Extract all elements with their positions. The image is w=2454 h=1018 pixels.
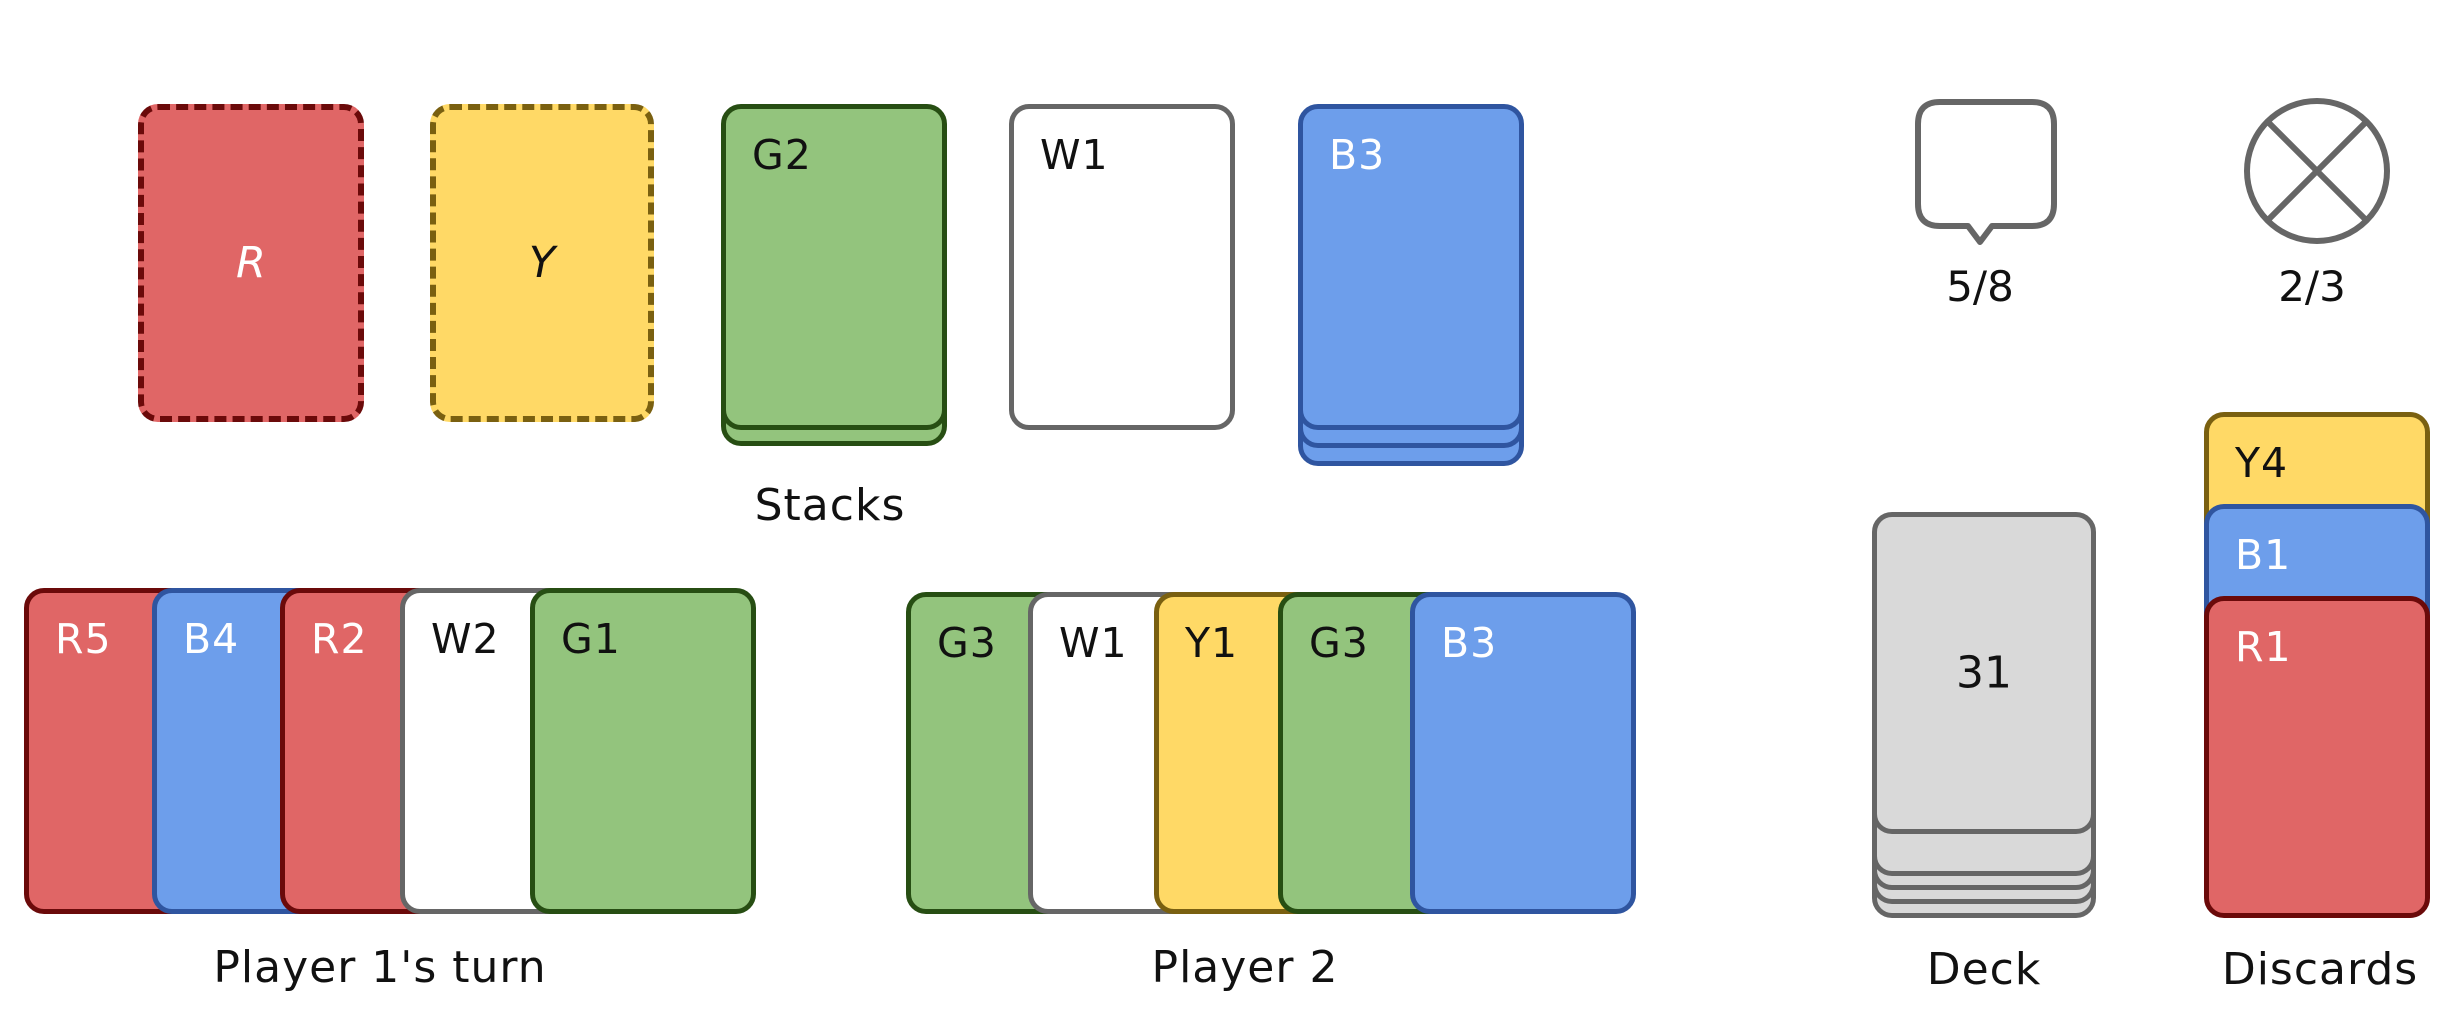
deck-count: 31 xyxy=(1956,647,2012,699)
hint-count: 5/8 xyxy=(1946,262,2014,311)
stack-blue-label: B3 xyxy=(1329,131,1386,179)
stack-yellow-label: Y xyxy=(528,238,556,288)
player1-caption: Player 1's turn xyxy=(213,942,547,993)
player2-card-3-label: Y1 xyxy=(1185,619,1239,667)
player1-card-4-label: W2 xyxy=(431,615,500,663)
crossed-circle-icon xyxy=(2244,98,2390,244)
stack-yellow-empty[interactable]: Y xyxy=(430,104,654,422)
player1-card-5[interactable]: G1 xyxy=(530,588,756,914)
player1-card-3-label: R2 xyxy=(311,615,368,663)
stacks-caption: Stacks xyxy=(754,480,906,531)
player2-card-5-label: B3 xyxy=(1441,619,1498,667)
stack-white-label: W1 xyxy=(1040,131,1109,179)
stack-blue-top-card[interactable]: B3 xyxy=(1298,104,1524,430)
player2-card-5[interactable]: B3 xyxy=(1410,592,1636,914)
player1-card-5-label: G1 xyxy=(561,615,621,663)
stack-white-top-card[interactable]: W1 xyxy=(1009,104,1235,430)
deck-caption: Deck xyxy=(1926,944,2042,995)
player1-card-1-label: R5 xyxy=(55,615,112,663)
player1-card-2-label: B4 xyxy=(183,615,240,663)
stack-red-empty[interactable]: R xyxy=(138,104,364,422)
stack-green-label: G2 xyxy=(752,131,812,179)
discard-card-2-label: B1 xyxy=(2235,531,2292,579)
discards-caption: Discards xyxy=(2221,944,2419,995)
player2-card-4-label: G3 xyxy=(1309,619,1369,667)
discard-card-3[interactable]: R1 xyxy=(2204,596,2430,918)
stack-red-label: R xyxy=(236,238,266,288)
strike-count: 2/3 xyxy=(2278,262,2346,311)
deck-top-card[interactable]: 31 xyxy=(1872,512,2096,834)
player2-card-2-label: W1 xyxy=(1059,619,1128,667)
speech-bubble-icon xyxy=(1915,99,2057,245)
discard-card-3-label: R1 xyxy=(2235,623,2292,671)
player2-card-1-label: G3 xyxy=(937,619,997,667)
discard-card-1-label: Y4 xyxy=(2235,439,2289,487)
stack-green-top-card[interactable]: G2 xyxy=(721,104,947,430)
player2-caption: Player 2 xyxy=(1151,942,1339,993)
